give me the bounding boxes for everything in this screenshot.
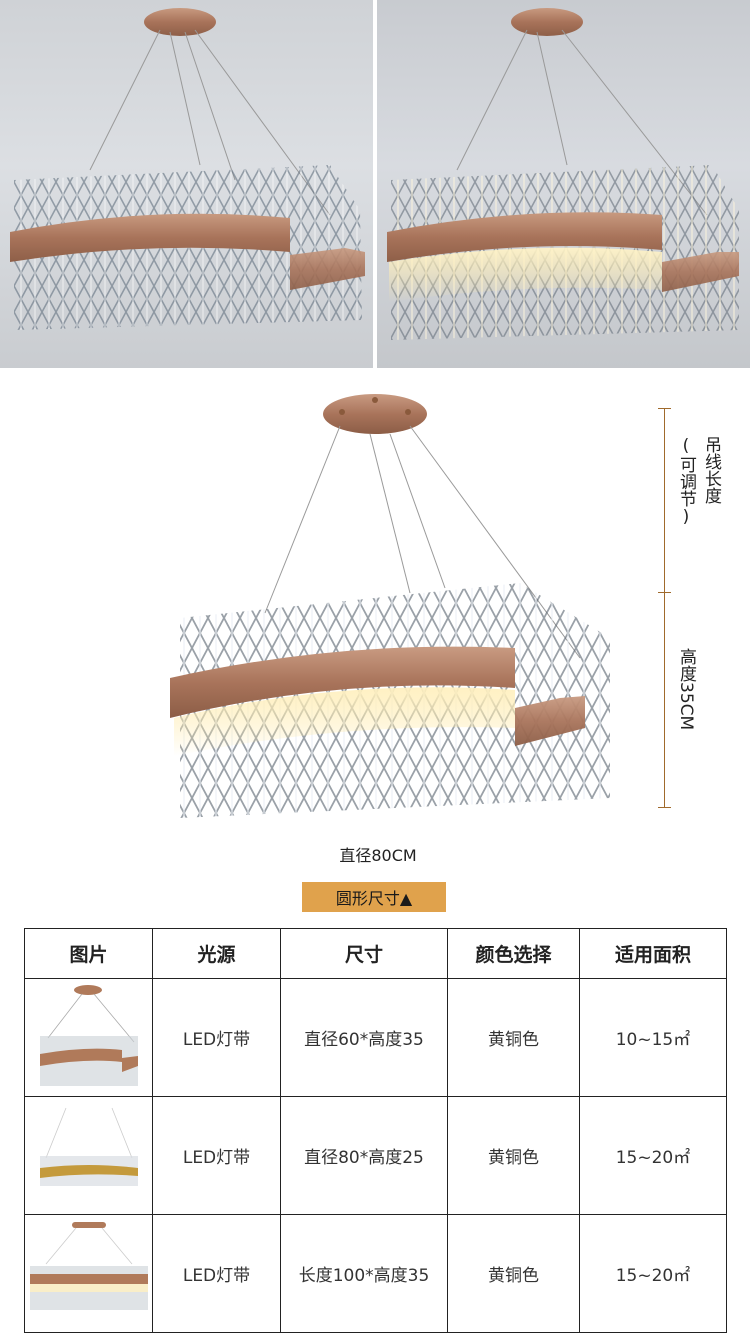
header-light-source: 光源 bbox=[152, 928, 281, 979]
chandelier-image bbox=[170, 394, 610, 818]
chandelier-image bbox=[10, 8, 365, 330]
chandelier-image bbox=[387, 8, 739, 340]
table-row: LED灯带 长度100*高度35 黄铜色 15~20㎡ bbox=[24, 1214, 727, 1333]
header-image: 图片 bbox=[24, 928, 153, 979]
shape-size-badge: 圆形尺寸▲ bbox=[302, 882, 446, 912]
product-thumbnail bbox=[24, 1096, 153, 1215]
row-color: 黄铜色 bbox=[447, 1096, 580, 1215]
header-area: 适用面积 bbox=[579, 928, 727, 979]
table-row: LED灯带 直径60*高度35 黄铜色 10~15㎡ bbox=[24, 978, 727, 1097]
row-size: 直径60*高度35 bbox=[280, 978, 448, 1097]
row-light-source: LED灯带 bbox=[152, 1214, 281, 1333]
chandelier-dimension-illustration bbox=[160, 378, 630, 828]
hang-length-label: 吊线长度 bbox=[701, 436, 721, 504]
header-color: 颜色选择 bbox=[447, 928, 580, 979]
adjustable-label: (可调节) bbox=[676, 436, 696, 527]
row-size: 长度100*高度35 bbox=[280, 1214, 448, 1333]
row-color: 黄铜色 bbox=[447, 1214, 580, 1333]
row-light-source: LED灯带 bbox=[152, 978, 281, 1097]
product-thumbnail bbox=[24, 978, 153, 1097]
product-thumbnail bbox=[24, 1214, 153, 1333]
row-area: 10~15㎡ bbox=[579, 978, 727, 1097]
chandelier-image bbox=[29, 1221, 148, 1310]
diameter-label: 直径80CM bbox=[339, 846, 417, 865]
top-photos bbox=[0, 0, 750, 368]
row-light-source: LED灯带 bbox=[152, 1096, 281, 1215]
chandelier-unlit-photo bbox=[0, 0, 373, 368]
chandelier-image bbox=[39, 984, 138, 1086]
row-color: 黄铜色 bbox=[447, 978, 580, 1097]
row-area: 15~20㎡ bbox=[579, 1096, 727, 1215]
chandelier-lit-photo bbox=[377, 0, 750, 368]
table-header-row: 图片 光源 尺寸 颜色选择 适用面积 bbox=[24, 928, 727, 979]
chandelier-image bbox=[39, 1107, 138, 1186]
height-label: 高度35CM bbox=[676, 648, 696, 731]
row-area: 15~20㎡ bbox=[579, 1214, 727, 1333]
height-dimension-line bbox=[656, 408, 676, 808]
header-size: 尺寸 bbox=[280, 928, 448, 979]
spec-table: 图片 光源 尺寸 颜色选择 适用面积 LED bbox=[24, 928, 727, 1333]
row-size: 直径80*高度25 bbox=[280, 1096, 448, 1215]
table-row: LED灯带 直径80*高度25 黄铜色 15~20㎡ bbox=[24, 1096, 727, 1215]
